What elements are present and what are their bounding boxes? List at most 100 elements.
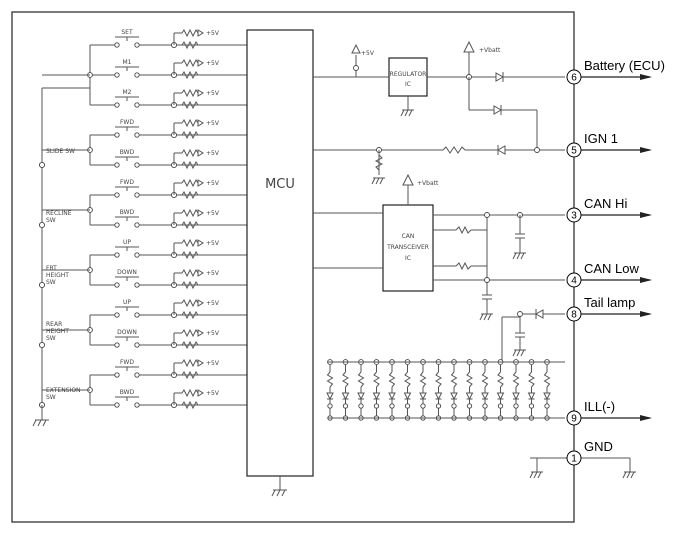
led-cell <box>465 359 474 421</box>
regulator-vcc-label: +5V <box>361 50 375 57</box>
switch-label: SET <box>121 29 133 36</box>
vcc-label: +5V <box>206 120 220 127</box>
pin-name: CAN Hi <box>584 196 627 211</box>
svg-text:REGULATOR: REGULATOR <box>390 71 427 78</box>
pin-number: 5 <box>571 146 577 157</box>
switch-row: FWD +5V <box>90 118 247 140</box>
svg-text:HEIGHT: HEIGHT <box>46 328 69 335</box>
svg-text:SW: SW <box>46 394 56 401</box>
pin-number: 9 <box>571 414 577 425</box>
led-cell <box>496 359 505 421</box>
led-cell <box>326 359 334 421</box>
group-label-recline: RECLINE <box>46 210 72 217</box>
pin-number: 8 <box>571 310 577 321</box>
led-cell <box>543 359 551 421</box>
switch-row: FWD +5V <box>90 358 247 380</box>
led-cell <box>419 359 427 421</box>
vcc-label: +5V <box>206 180 220 187</box>
pin-name: CAN Low <box>584 261 640 276</box>
switch-label: FWD <box>120 119 134 126</box>
mcu-label: MCU <box>265 177 295 192</box>
switch-label: UP <box>123 299 131 306</box>
switch-row: BWD +5V <box>90 388 247 410</box>
switch-label: DOWN <box>117 329 137 336</box>
switch-row: SET +5V <box>90 28 247 50</box>
vcc-label: +5V <box>206 330 220 337</box>
switch-label: BWD <box>120 149 135 156</box>
svg-text:TRANSCEIVER: TRANSCEIVER <box>386 244 429 251</box>
module-border <box>11 11 575 523</box>
pin-name: GND <box>584 439 613 454</box>
pin-name: Battery (ECU) <box>584 58 665 73</box>
switch-row: M2 +5V <box>90 88 247 110</box>
led-cell <box>341 359 350 421</box>
switch-row: FWD +5V <box>90 178 247 200</box>
connector-pin: 5 IGN 1 <box>566 131 652 158</box>
switch-label: BWD <box>120 389 135 396</box>
can-vcc-label: +Vbatt <box>417 180 439 187</box>
svg-text:IC: IC <box>405 255 411 262</box>
vcc-label: +5V <box>206 210 220 217</box>
svg-text:CAN: CAN <box>402 233 415 240</box>
switch-label: UP <box>123 239 131 246</box>
switch-row: UP +5V <box>90 238 247 260</box>
switch-label: FWD <box>120 179 134 186</box>
switch-label: M1 <box>123 59 132 66</box>
illumination-led-array <box>326 359 551 421</box>
led-cell <box>450 359 458 421</box>
svg-text:SW: SW <box>46 335 56 342</box>
vcc-label: +5V <box>206 390 220 397</box>
pin-number: 6 <box>571 73 577 84</box>
group-label-frt-height: FRT <box>46 265 57 272</box>
connector-pin: 8 Tail lamp <box>566 295 652 322</box>
led-cell <box>434 359 443 421</box>
group-label-slide: SLIDE SW <box>46 148 75 155</box>
pin-number: 3 <box>571 211 577 222</box>
vcc-label: +5V <box>206 30 220 37</box>
pin-name: Tail lamp <box>584 295 635 310</box>
switch-row: M1 +5V <box>90 58 247 80</box>
switch-label: DOWN <box>117 269 137 276</box>
connector-pins: 6 Battery (ECU) 5 IGN 1 3 CAN Hi 4 CAN Low 8 Tail… <box>566 58 665 466</box>
svg-text:SW: SW <box>46 279 56 286</box>
switch-row: BWD +5V <box>90 148 247 170</box>
pin-number: 4 <box>571 276 577 287</box>
pin-number: 1 <box>571 454 577 465</box>
led-cell <box>372 359 381 421</box>
led-cell <box>527 359 536 421</box>
svg-text:HEIGHT: HEIGHT <box>46 272 69 279</box>
connector-pin: 1 GND <box>566 439 613 466</box>
mcu-block <box>246 29 314 477</box>
connector-pin: 4 CAN Low <box>566 261 652 288</box>
connector-pin: 6 Battery (ECU) <box>566 58 665 85</box>
vcc-label: +5V <box>206 270 220 277</box>
led-cell <box>403 359 412 421</box>
vcc-label: +5V <box>206 90 220 97</box>
svg-text:SW: SW <box>46 217 56 224</box>
led-cell <box>357 359 365 421</box>
group-label-rear-height: REAR <box>46 321 62 328</box>
switch-label: FWD <box>120 359 134 366</box>
switch-label: BWD <box>120 209 135 216</box>
vcc-label: +5V <box>206 240 220 247</box>
switch-row: UP +5V <box>90 298 247 320</box>
connector-pin: 3 CAN Hi <box>566 196 652 223</box>
group-label-extension: EXTENSION <box>46 387 81 394</box>
switch-array: SET +5V M1 +5V M2 +5V FWD +5V BWD +5V FWD +5V BWD +5V… <box>42 28 247 410</box>
regulator-ic <box>388 57 428 97</box>
led-cell <box>512 359 520 421</box>
vcc-label: +5V <box>206 360 220 367</box>
led-cell <box>388 359 396 421</box>
switch-row: DOWN +5V <box>90 268 247 290</box>
pin-name: ILL(-) <box>584 399 615 414</box>
connector-pin: 9 ILL(-) <box>566 399 652 426</box>
vcc-label: +5V <box>206 300 220 307</box>
switch-row: DOWN +5V <box>90 328 247 350</box>
switch-label: M2 <box>123 89 132 96</box>
vbatt-top-label: +Vbatt <box>479 47 501 54</box>
switch-row: BWD +5V <box>90 208 247 230</box>
pin-name: IGN 1 <box>584 131 618 146</box>
vcc-label: +5V <box>206 150 220 157</box>
vcc-label: +5V <box>206 60 220 67</box>
